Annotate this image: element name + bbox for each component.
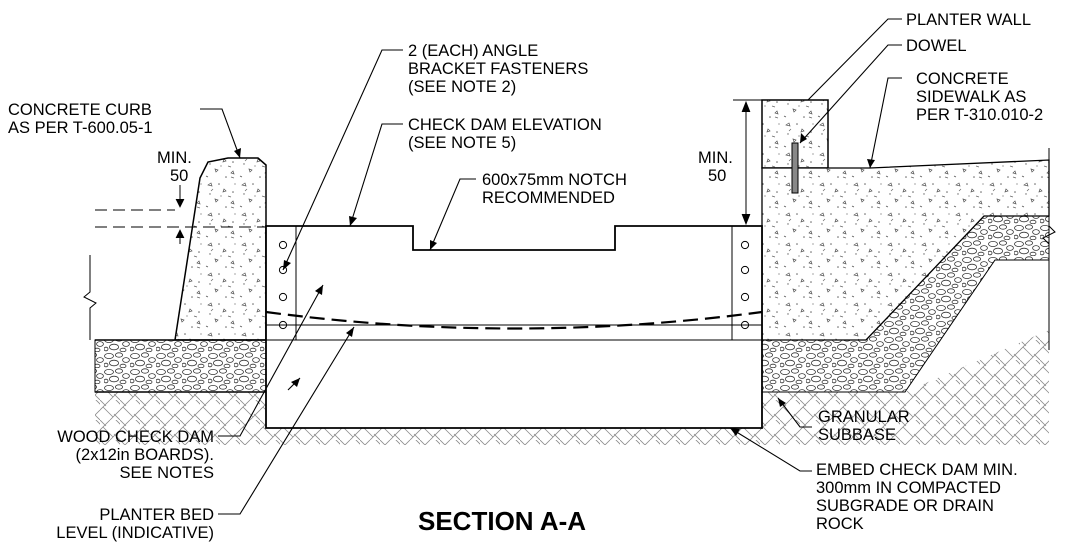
- brackets-label-line3: (SEE NOTE 2): [408, 78, 516, 96]
- granular-label-line1: GRANULAR: [818, 408, 910, 426]
- notch-label-line1: 600x75mm NOTCH: [482, 171, 627, 189]
- sidewalk-label-line2: SIDEWALK AS: [916, 88, 1026, 106]
- planter-bed-label-line2: LEVEL (INDICATIVE): [56, 524, 214, 542]
- angle-bracket-right: [731, 225, 763, 341]
- notch-label-line2: RECOMMENDED: [482, 189, 615, 207]
- embed-label-line1: EMBED CHECK DAM MIN.: [816, 461, 1018, 479]
- wood-dam-label-line3: SEE NOTES: [120, 464, 214, 482]
- concrete-sidewalk: [761, 159, 1050, 341]
- right-min-50-dimension: [733, 99, 762, 226]
- elevation-label-line1: CHECK DAM ELEVATION: [408, 116, 602, 134]
- embed-label-line4: ROCK: [816, 515, 864, 533]
- brackets-label-line2: BRACKET FASTENERS: [408, 60, 588, 78]
- planter-bed-level-curve: [265, 310, 763, 330]
- right-break-line: [1042, 148, 1056, 350]
- dowel: [791, 142, 799, 194]
- section-title: SECTION A-A: [418, 506, 586, 536]
- wood-dam-label-line2: (2x12in BOARDS).: [76, 446, 214, 464]
- concrete-curb: [174, 157, 267, 341]
- curb-label-line2: AS PER T-600.05-1: [8, 119, 153, 137]
- elevation-label-line2: (SEE NOTE 5): [408, 134, 516, 152]
- left-dimension-value: 50: [170, 167, 188, 185]
- left-break-line: [83, 255, 97, 340]
- left-min-50-dimension: [95, 185, 266, 244]
- planter-bed-label-line1: PLANTER BED: [99, 506, 214, 524]
- left-dimension-min: MIN.: [157, 149, 192, 167]
- brackets-label-line1: 2 (EACH) ANGLE: [408, 42, 538, 60]
- right-dimension-value: 50: [708, 167, 726, 185]
- leader-lines: [200, 18, 902, 515]
- planter-wall-label: PLANTER WALL: [906, 11, 1031, 29]
- left-ground-surface: [95, 339, 266, 393]
- sidewalk-label-line1: CONCRETE: [916, 70, 1009, 88]
- right-dimension-min: MIN.: [698, 149, 733, 167]
- embed-label-line3: SUBGRADE OR DRAIN: [816, 497, 994, 515]
- angle-bracket-left: [265, 225, 297, 341]
- dowel-label: DOWEL: [906, 37, 967, 55]
- sidewalk-label-line3: PER T-310.010-2: [916, 106, 1043, 124]
- wood-dam-label-line1: WOOD CHECK DAM: [57, 428, 214, 446]
- granular-label-line2: SUBBASE: [818, 426, 896, 444]
- embed-label-line2: 300mm IN COMPACTED: [816, 479, 1001, 497]
- subgrade-hatch: [95, 330, 1049, 445]
- curb-label-line1: CONCRETE CURB: [8, 101, 152, 119]
- wood-check-dam: [265, 225, 763, 429]
